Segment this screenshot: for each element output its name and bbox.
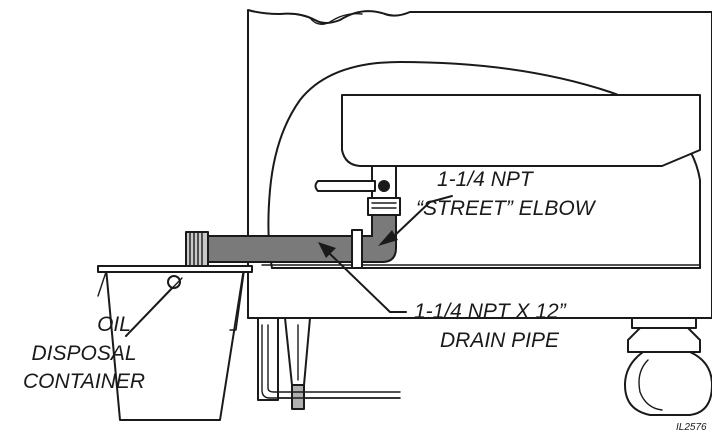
drain-pipe <box>185 229 363 269</box>
adjustable-foot <box>284 317 311 410</box>
oil-disposal-container <box>97 265 253 421</box>
leader-arrows <box>318 195 453 313</box>
elbow-arrowhead <box>378 230 398 246</box>
pipe-leader-line <box>327 251 407 313</box>
container-label-line1: OIL <box>97 313 131 336</box>
pipe-coupling <box>351 229 363 269</box>
foot-bolt <box>291 384 305 410</box>
container-label-line2: DISPOSAL <box>31 342 136 365</box>
pipe-label-line2: DRAIN PIPE <box>440 329 560 352</box>
pipe-arrowhead <box>318 242 336 258</box>
elbow-label-line2: “STREET” ELBOW <box>416 197 597 220</box>
elbow-label-line1: 1-1/4 NPT <box>437 168 535 191</box>
figure-id: IL2576 <box>676 422 707 433</box>
container-label-line3: CONTAINER <box>23 370 145 393</box>
elbow-leader-line <box>391 195 453 239</box>
fry-pot-bottom <box>341 94 701 167</box>
drain-valve <box>314 165 401 216</box>
fryer-frame <box>257 317 401 401</box>
pipe-label-line1: 1-1/4 NPT X 12” <box>414 300 567 323</box>
caster-wheel <box>624 317 712 416</box>
valve-handle <box>314 180 376 192</box>
